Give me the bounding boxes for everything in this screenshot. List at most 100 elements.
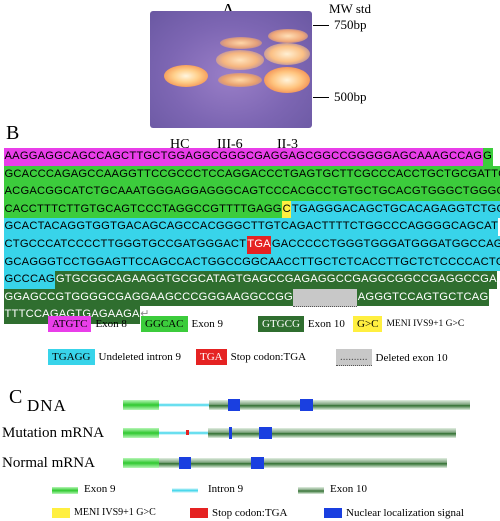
exon9-seq: G <box>482 148 493 166</box>
exon9-seq: CACCTTTCTTGTGCAGTCCCTAGGCCGTTTTGAGG <box>4 200 283 219</box>
sequence-line: ACGACGGCATCTGCAAATGGGAGGAGGGCAGTCCCACGCC… <box>4 183 500 201</box>
legend-swatch-exon9 <box>52 487 78 494</box>
dna-exon9 <box>123 400 159 410</box>
marker-500: 500bp <box>334 89 367 104</box>
stop-codon-seq: TGA <box>246 235 272 254</box>
legend-text-stop: Stop codon:TGA <box>230 351 307 363</box>
sequence-block: AAGGAGGCAGCCAGCTTGCTGGAGGCGGGCGAGGAGCGGC… <box>4 148 500 324</box>
panel-c-label: C <box>9 386 23 408</box>
norm-exon9 <box>123 458 159 468</box>
band-iii6-mid <box>216 50 264 70</box>
legend-text-mutation: MENI IVS9+1 G>C <box>386 319 465 329</box>
legend-swatch-mutation <box>52 508 70 518</box>
dna-exon10 <box>209 400 470 410</box>
legend-text-intron9: Undeleted intron 9 <box>98 351 181 363</box>
dna-nls-2 <box>300 399 313 411</box>
sequence-line: TTTCCAGAGTGAGAAGA↵ <box>4 306 498 324</box>
gel-image <box>150 11 312 128</box>
paragraph-mark: ↵ <box>140 308 150 321</box>
legend-text-exon9: Exon 9 <box>191 318 223 330</box>
norm-exon10 <box>159 458 447 468</box>
marker-line-750 <box>313 25 329 26</box>
intron9-seq: TGAGGGACAGCTGCACAGAGGTCTGG <box>291 200 500 219</box>
legend-c-intron9: Intron 9 <box>208 483 244 495</box>
band-ii3-mid <box>264 43 310 65</box>
legend-chip-exon8: ATGTC <box>48 316 92 332</box>
legend-swatch-exon10 <box>298 487 324 494</box>
intron9-seq: CTGCCCATCCCCTTGGGTGCCGATGGGACT <box>4 235 247 254</box>
legend-text-deleted: Deleted exon 10 <box>375 351 448 364</box>
dna-intron9 <box>159 403 209 407</box>
marker-line-500 <box>313 97 329 98</box>
norm-nls-1 <box>179 457 191 469</box>
sequence-line: AAGGAGGCAGCCAGCTTGCTGGAGGCGGGCGAGGAGCGGC… <box>4 148 498 166</box>
dna-row <box>123 399 470 411</box>
row-label-normal-mrna: Normal mRNA <box>2 455 95 471</box>
mutation-site: C <box>282 200 292 219</box>
dna-nls-1 <box>228 399 240 411</box>
legend-chip-mutation: G>C <box>353 316 383 332</box>
legend-swatch-nls <box>324 508 342 518</box>
exon9-seq: ACGACGGCATCTGCAAATGGGAGGAGGGCAGTCCCACGCC… <box>4 183 500 201</box>
sequence-line: GGAGCCGTGGGGCGAGGAAGCCCGGGAAGGCCGG......… <box>4 288 498 308</box>
mut-exon9 <box>123 428 159 438</box>
mw-std-label: MW std <box>329 1 372 16</box>
legend-swatch-intron9 <box>172 488 198 493</box>
gene-diagram <box>52 399 470 518</box>
legend-c-mutation: MENI IVS9+1 G>C <box>74 507 156 518</box>
row-label-mutation-mrna: Mutation mRNA <box>2 425 105 441</box>
row-label-dna: DNA <box>27 396 67 415</box>
norm-nls-2 <box>251 457 264 469</box>
mut-intron9 <box>159 431 208 435</box>
sequence-line: CTGCCCATCCCCTTGGGTGCCGATGGGACTTGAGACCCCC… <box>4 235 500 254</box>
deleted-exon10-seq: ................... <box>293 288 358 308</box>
mutation-mrna-row <box>123 427 456 439</box>
legend-deleted: ..........Deleted exon 10 <box>336 349 448 366</box>
band-ii3-upper <box>268 29 308 43</box>
legend-swatch-stop <box>190 508 208 518</box>
legend-c-exon10: Exon 10 <box>330 483 367 495</box>
legend-chip-deleted: .......... <box>336 349 372 366</box>
legend-chip-stop: TGA <box>196 349 227 365</box>
legend-chip-intron9: TGAGG <box>48 349 95 365</box>
exon10-seq: TTTCCAGAGTGAGAAGA <box>4 306 141 324</box>
legend-c-stop: Stop codon:TGA <box>212 507 288 519</box>
exon10-seq: GGAGCCGTGGGGCGAGGAAGCCCGGGAAGGCCGG <box>4 288 294 307</box>
exon10-seq: AGGGTCCAGTGCTCAG <box>357 288 489 307</box>
marker-750: 750bp <box>334 17 367 32</box>
legend-chip-exon9: GGCAC <box>141 316 188 332</box>
sequence-line: GCACCCAGAGCCAAGGTTCCGCCCTCCAGGACCCTGAGTG… <box>4 165 500 184</box>
band-hc <box>164 65 208 87</box>
intron9-seq: GACCCCCTGGGTGGGATGGGATGGCCAGA <box>271 235 500 254</box>
legend-text-exon10: Exon 10 <box>307 318 345 330</box>
legend-c-exon9: Exon 9 <box>84 483 116 495</box>
normal-mrna-row <box>123 457 447 469</box>
sequence-line: CACCTTTCTTGTGCAGTCCCTAGGCCGTTTTGAGGCTGAG… <box>4 200 500 219</box>
exon8-seq: AAGGAGGCAGCCAGCTTGCTGGAGGCGGGCGAGGAGCGGC… <box>4 148 483 166</box>
legend-text-exon8: Exon 8 <box>95 318 127 330</box>
exon9-seq: GCACCCAGAGCCAAGGTTCCGCCCTCCAGGACCCTGAGTG… <box>4 165 500 184</box>
sequence-line: GCCCAGGTGCGGCAGAAGGTGCGCATAGTGAGCCGAGAGG… <box>4 271 498 289</box>
sequence-line: GCACTACAGGTGGTGACAGCAGCCACGGGCTTGTCAGACT… <box>4 218 499 236</box>
legend-chip-exon10: GTGCG <box>258 316 304 332</box>
legend-c-nls: Nuclear localization signal <box>346 507 464 519</box>
band-iii6-upper <box>220 37 262 49</box>
mut-exon10 <box>208 428 456 438</box>
intron9-seq: GCAGGGTCCTGGAGTTCCAGCCACTGGCCGGCAACCTTGC… <box>4 253 500 272</box>
sequence-line: GCAGGGTCCTGGAGTTCCAGCCACTGGCCGGCAACCTTGC… <box>4 253 500 272</box>
mut-mutation-site <box>229 427 232 439</box>
band-iii6-lower <box>218 73 262 87</box>
mut-stop-codon <box>186 430 189 435</box>
exon10-seq: GTGCGGCAGAAGGTGCGCATAGTGAGCCGAGAGGCCGAGG… <box>55 271 498 289</box>
mut-nls <box>259 427 272 439</box>
intron9-seq: GCACTACAGGTGGTGACAGCAGCCACGGGCTTGTCAGACT… <box>4 218 499 236</box>
panel-b-label: B <box>6 122 20 144</box>
band-ii3-lower <box>264 67 310 93</box>
intron9-seq: GCCCAG <box>4 271 56 289</box>
